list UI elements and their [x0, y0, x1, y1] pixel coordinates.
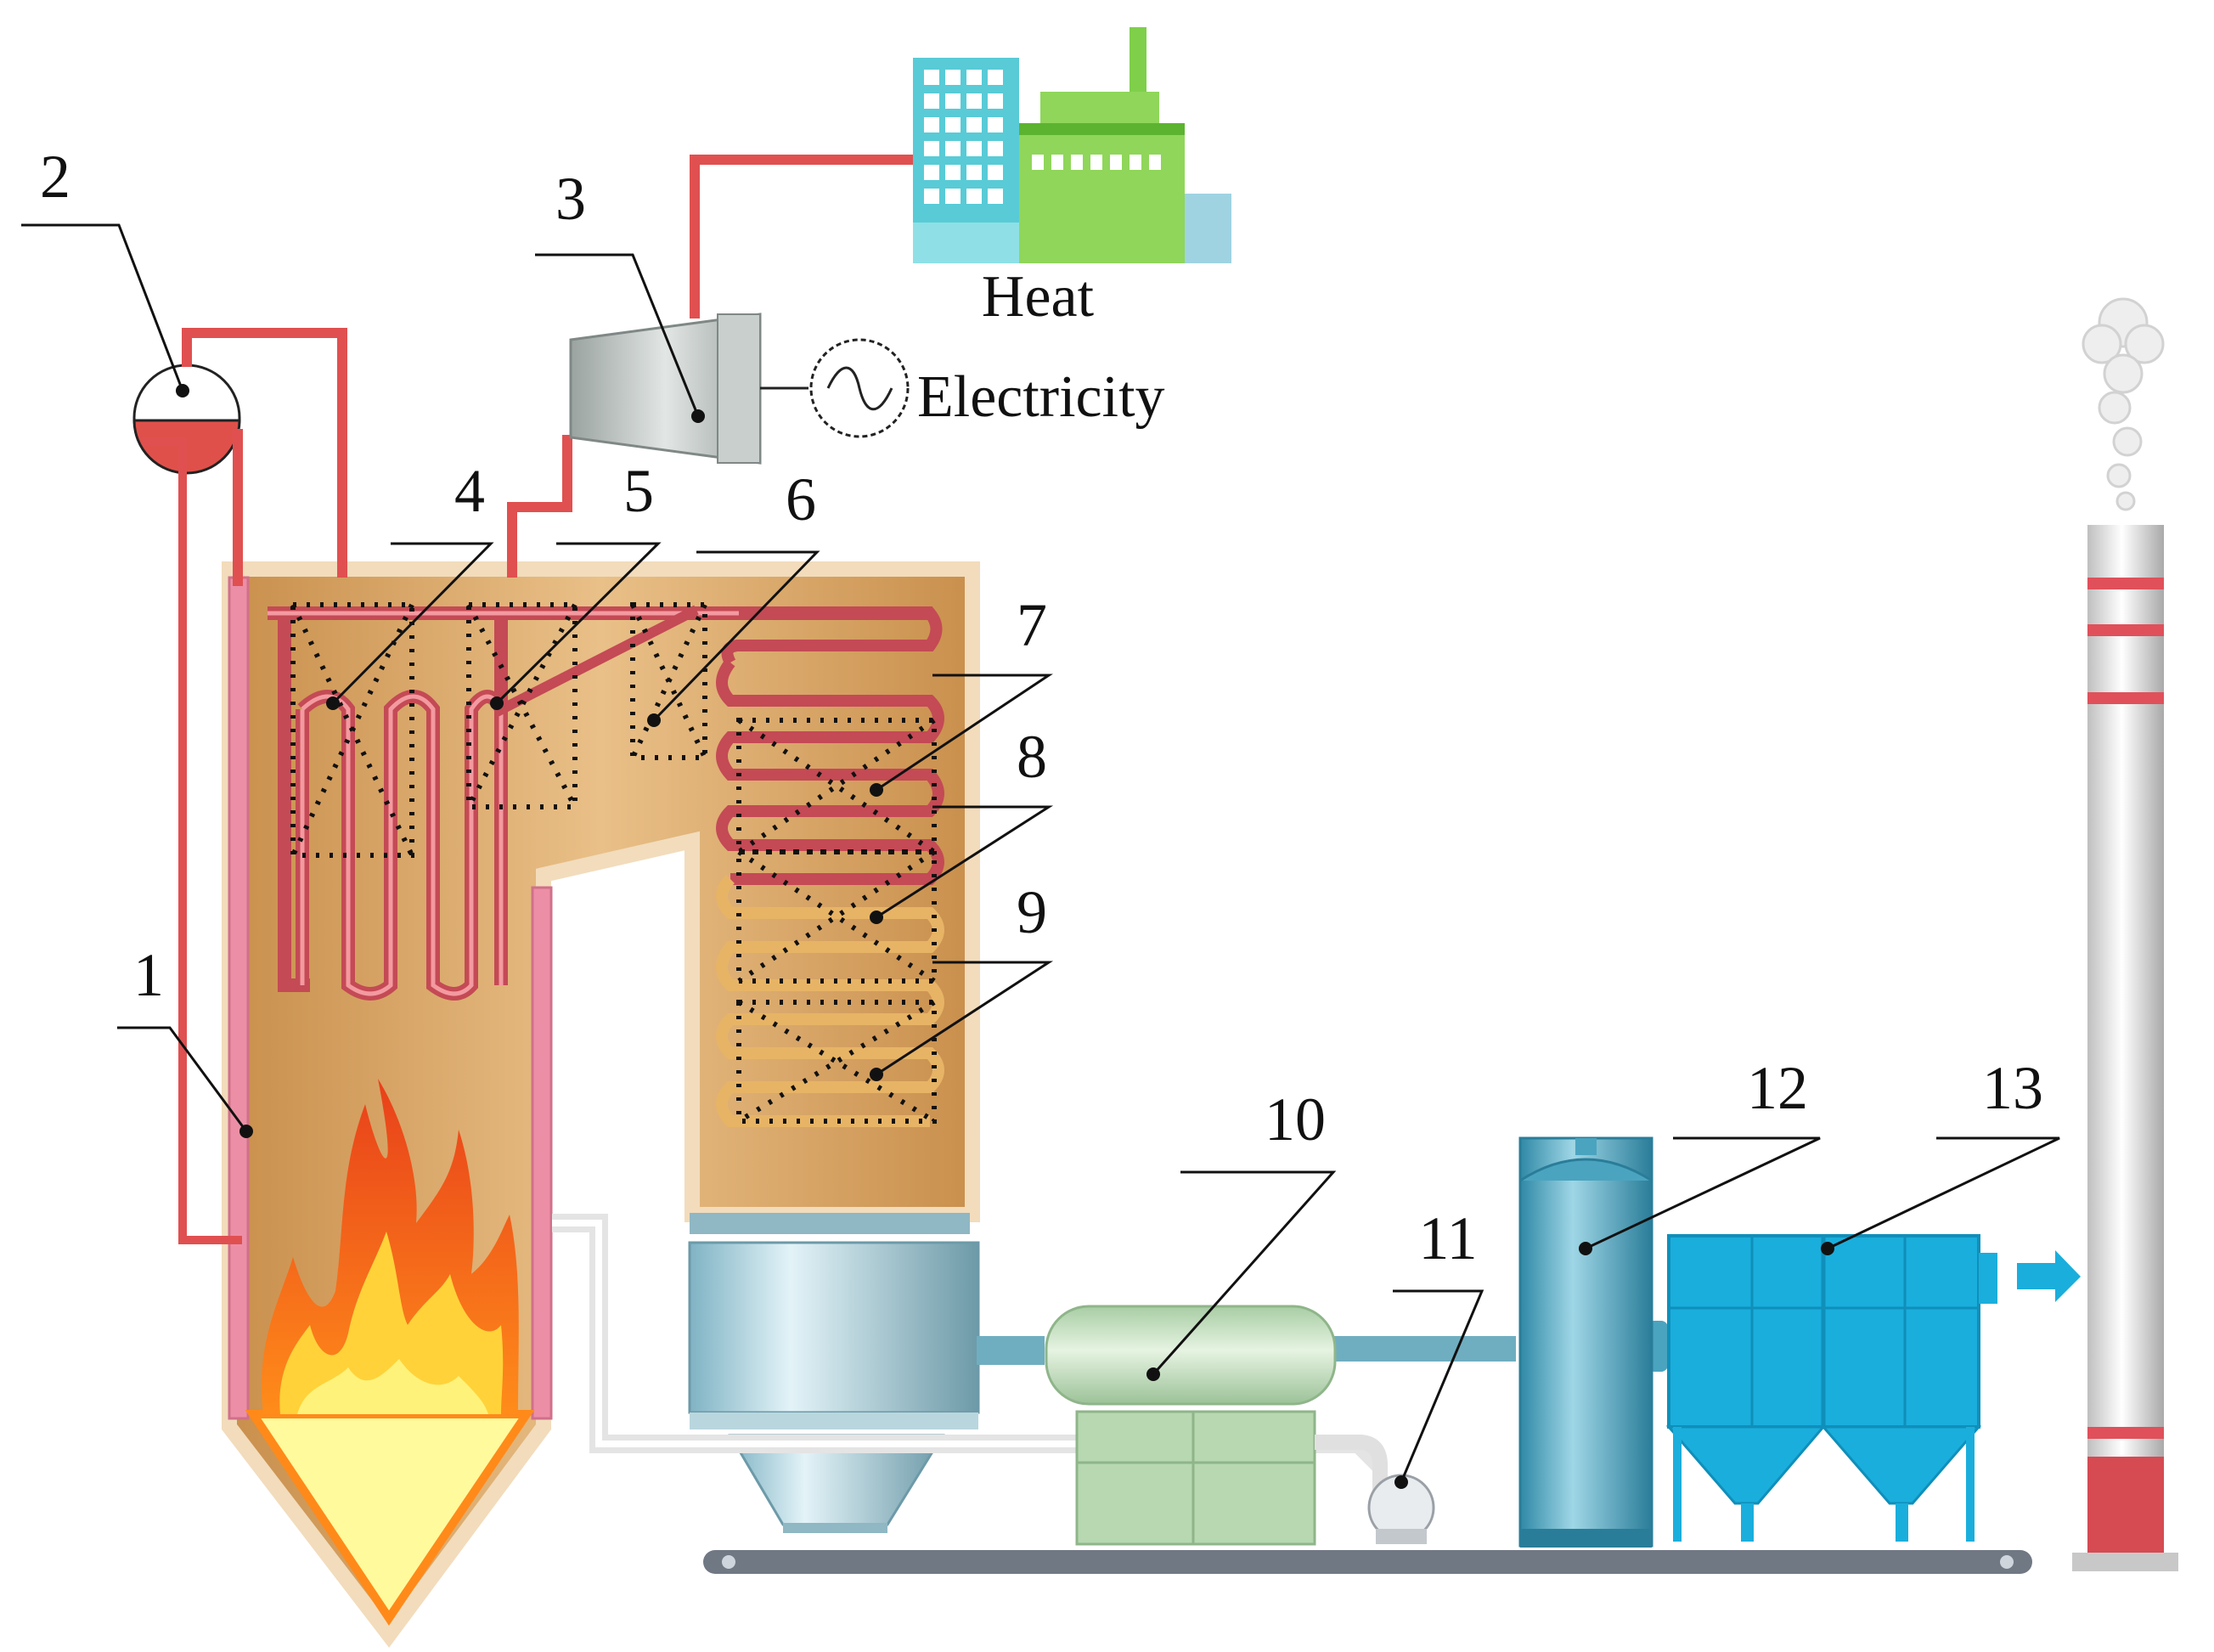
label-8: 8	[1017, 723, 1047, 791]
label-3: 3	[555, 165, 586, 233]
leader-lines	[21, 223, 2060, 1483]
building-icon	[913, 58, 1019, 263]
label-6: 6	[786, 465, 816, 533]
label-11: 11	[1418, 1204, 1477, 1272]
label-4: 4	[454, 457, 485, 525]
label-5: 5	[623, 457, 654, 525]
generator-icon	[809, 338, 910, 438]
water-wall-right	[531, 886, 553, 1420]
smoke	[2082, 297, 2165, 511]
factory-icon	[1019, 27, 1231, 263]
chimney-stack	[2072, 525, 2178, 1571]
flame	[245, 1079, 535, 1626]
heat-label: Heat	[982, 264, 1095, 330]
fan	[1315, 1435, 1435, 1544]
label-13: 13	[1982, 1054, 2043, 1122]
label-12: 12	[1747, 1054, 1808, 1122]
electricity-label: Electricity	[917, 364, 1165, 430]
water-wall-left	[228, 576, 250, 1420]
label-10: 10	[1265, 1085, 1326, 1153]
label-1: 1	[133, 941, 164, 1009]
leader-dots	[176, 384, 1834, 1489]
baghouse-filter	[1665, 1234, 1997, 1542]
conveyor-belt	[703, 1550, 2032, 1574]
heat-exchanger	[1045, 1305, 1337, 1546]
sampling-regions	[290, 602, 937, 1124]
label-9: 9	[1017, 878, 1047, 946]
label-2: 2	[40, 143, 70, 211]
cyclone-separator	[688, 1213, 980, 1533]
steam-turbine	[569, 313, 808, 465]
steam-piping	[143, 155, 913, 1244]
exhaust-arrow	[2017, 1250, 2081, 1302]
label-7: 7	[1017, 591, 1047, 659]
flue-duct	[977, 1336, 1045, 1365]
flue-duct-2	[1333, 1336, 1516, 1362]
scrubber-tower	[1518, 1136, 1653, 1548]
